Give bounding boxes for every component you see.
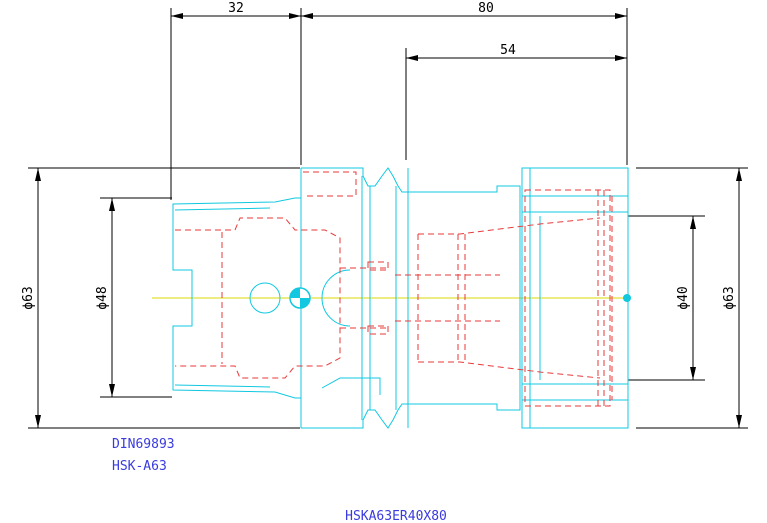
dim-left-phi48: ϕ48 xyxy=(95,286,110,309)
hidden-lines xyxy=(175,171,613,407)
dim-right-phi63: ϕ63 xyxy=(722,286,737,309)
dimension-lines xyxy=(28,8,748,429)
dim-left-phi63: ϕ63 xyxy=(21,286,36,309)
dim-right-phi40: ϕ40 xyxy=(676,286,691,309)
dim-80: 80 xyxy=(478,1,494,16)
note-taper: HSK-A63 xyxy=(112,459,167,474)
dim-54: 54 xyxy=(500,43,516,58)
note-standard: DIN69893 xyxy=(112,437,175,452)
center-marker-icon xyxy=(289,287,311,309)
part-outline xyxy=(172,167,629,429)
dim-32: 32 xyxy=(228,1,244,16)
part-code: HSKA63ER40X80 xyxy=(345,509,447,523)
end-point-marker-icon xyxy=(623,294,631,302)
